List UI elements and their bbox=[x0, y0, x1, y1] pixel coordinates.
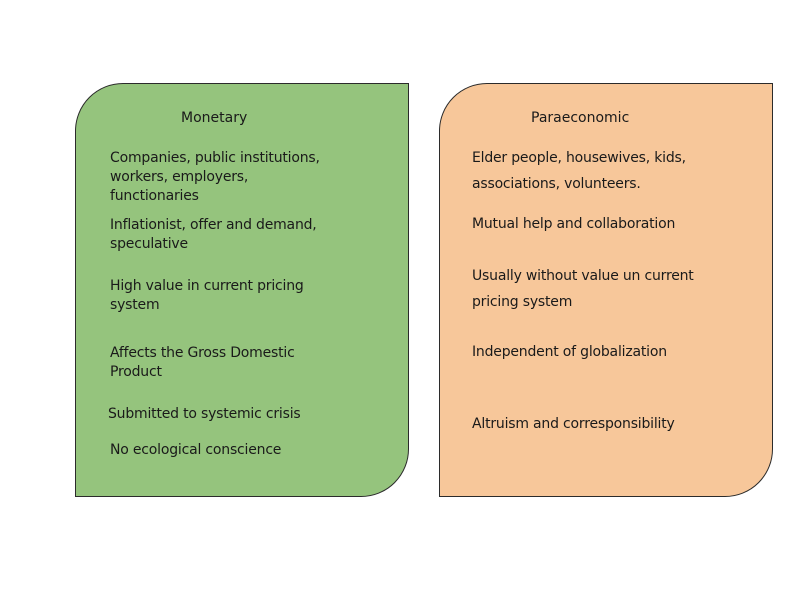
paraeconomic-item: Mutual help and collaboration bbox=[472, 216, 676, 232]
monetary-item: No ecological conscience bbox=[110, 442, 282, 458]
monetary-title: Monetary bbox=[181, 110, 248, 126]
paraeconomic-card: Paraeconomic Elder people, housewives, k… bbox=[439, 83, 773, 497]
paraeconomic-item: Usually without value un current pricing… bbox=[472, 268, 694, 310]
monetary-item: Companies, public institutions, workers,… bbox=[110, 150, 320, 204]
monetary-card: Monetary Companies, public institutions,… bbox=[75, 83, 409, 497]
monetary-item: High value in current pricing system bbox=[110, 278, 304, 313]
monetary-item: Affects the Gross Domestic Product bbox=[110, 345, 295, 380]
paraeconomic-item: Elder people, housewives, kids, associat… bbox=[472, 150, 686, 192]
paraeconomic-item: Altruism and corresponsibility bbox=[472, 416, 675, 432]
monetary-item: Submitted to systemic crisis bbox=[108, 406, 301, 422]
paraeconomic-title: Paraeconomic bbox=[531, 110, 630, 126]
monetary-item: Inflationist, offer and demand, speculat… bbox=[110, 217, 317, 252]
paraeconomic-item: Independent of globalization bbox=[472, 344, 667, 360]
